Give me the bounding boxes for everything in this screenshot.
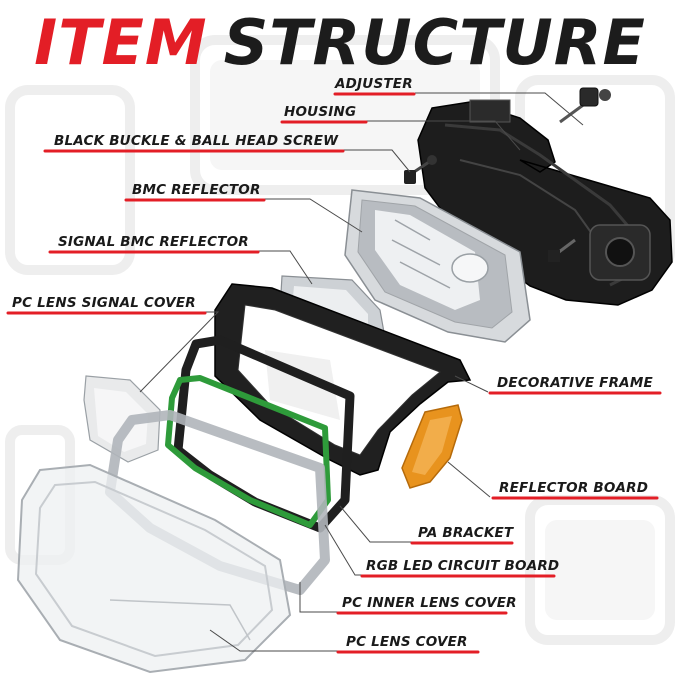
label-pc-lens-signal-cover: PC LENS SIGNAL COVER [12,295,196,311]
reflector-board-part [401,404,463,489]
label-signal-bmc-reflector: SIGNAL BMC REFLECTOR [58,234,249,250]
rgb-led-circuit-board-part [165,375,331,528]
leader-lines [139,92,584,652]
leader-pc-lens-signal [139,311,220,393]
pc-lens-signal-cover-part [83,375,161,463]
label-black-buckle: BLACK BUCKLE & BALL HEAD SCREW [54,133,339,149]
black-buckle-part [404,155,437,184]
housing-part [417,99,673,306]
label-adjuster: ADJUSTER [335,76,413,92]
adjuster-part [548,87,611,262]
label-decorative-frame: DECORATIVE FRAME [497,375,653,391]
label-underlines [6,92,662,654]
title-structure: STRUCTURE [223,6,646,79]
leader-inner-lens [299,582,338,613]
label-reflector-board: REFLECTOR BOARD [499,480,649,496]
label-bmc-reflector: BMC REFLECTOR [132,182,261,198]
label-housing: HOUSING [284,104,357,120]
leader-pa-bracket [339,505,412,543]
label-rgb-led-circuit-board: RGB LED CIRCUIT BOARD [366,558,560,574]
label-pc-lens-cover: PC LENS COVER [346,634,468,650]
label-pa-bracket: PA BRACKET [418,525,514,541]
leader-housing [366,120,521,151]
leader-adjuster [415,92,584,126]
leader-buckle [343,149,411,173]
leader-signal-bmc [258,250,313,285]
leader-reflector-board [447,461,491,498]
decorative-frame-part [214,283,472,476]
label-pc-inner-lens-cover: PC INNER LENS COVER [342,595,517,611]
title-item: ITEM [34,6,208,79]
leader-bmc-reflector [264,198,363,233]
bmc-reflector-part [344,189,531,343]
leader-rgb-led [324,524,362,576]
pc-lens-cover-part [16,463,292,674]
leader-decorative-frame [454,375,489,393]
leader-pc-lens-cover [209,629,338,652]
